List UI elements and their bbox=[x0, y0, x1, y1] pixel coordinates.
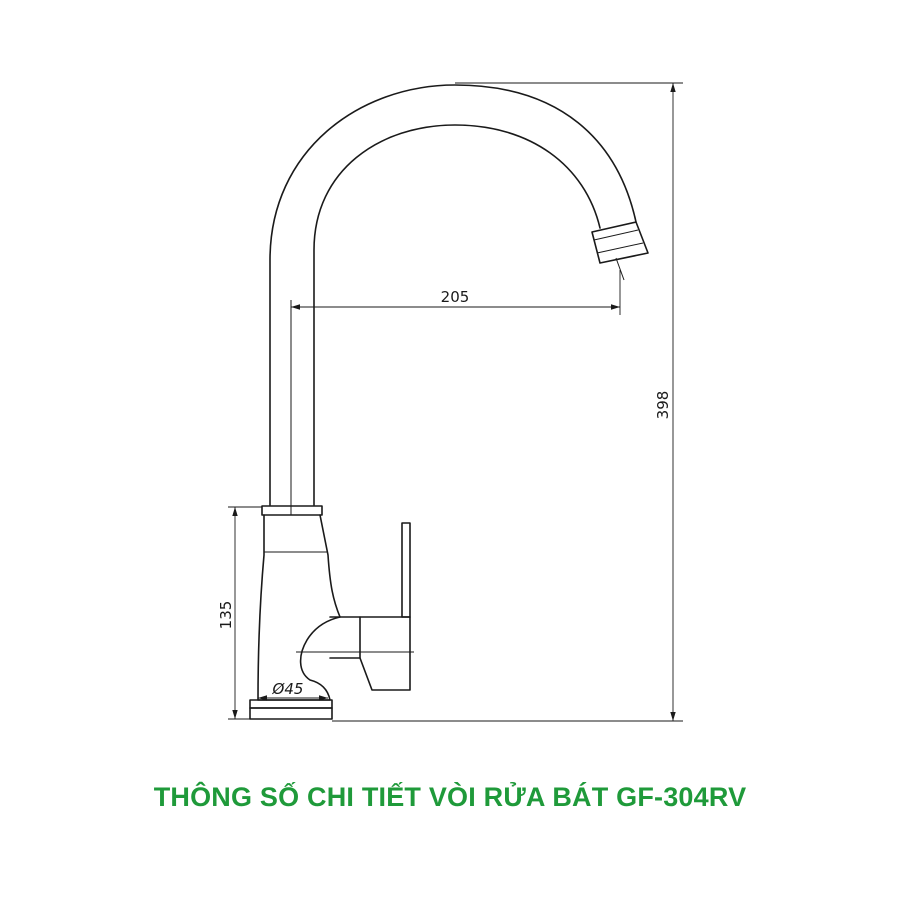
dimension-spout-reach: 205 bbox=[290, 270, 621, 315]
aerator-ring-2 bbox=[596, 242, 644, 254]
body-height-value: 135 bbox=[217, 601, 235, 630]
base-plate-bottom bbox=[249, 707, 333, 720]
spout-reach-value: 205 bbox=[441, 288, 470, 306]
aerator-tick bbox=[615, 257, 625, 281]
total-height-value: 398 bbox=[654, 391, 672, 420]
lever-handle-plate bbox=[401, 522, 411, 618]
body-collar bbox=[261, 505, 323, 516]
faucet-outline bbox=[249, 84, 649, 720]
aerator-ring-1 bbox=[593, 229, 639, 241]
faucet-body bbox=[257, 514, 341, 701]
dimension-total-height: 398 bbox=[332, 82, 683, 722]
dimension-body-height: 135 bbox=[217, 506, 262, 720]
dimension-base-diameter: Ø45 bbox=[258, 680, 328, 701]
base-diameter-value: Ø45 bbox=[272, 680, 304, 698]
spout-inner-line bbox=[313, 124, 601, 506]
base-plate bbox=[249, 699, 333, 709]
spec-title: THÔNG SỐ CHI TIẾT VÒI RỬA BÁT GF-304RV bbox=[153, 782, 747, 812]
lever-arm bbox=[329, 616, 411, 691]
spout-outer-line bbox=[269, 84, 637, 506]
